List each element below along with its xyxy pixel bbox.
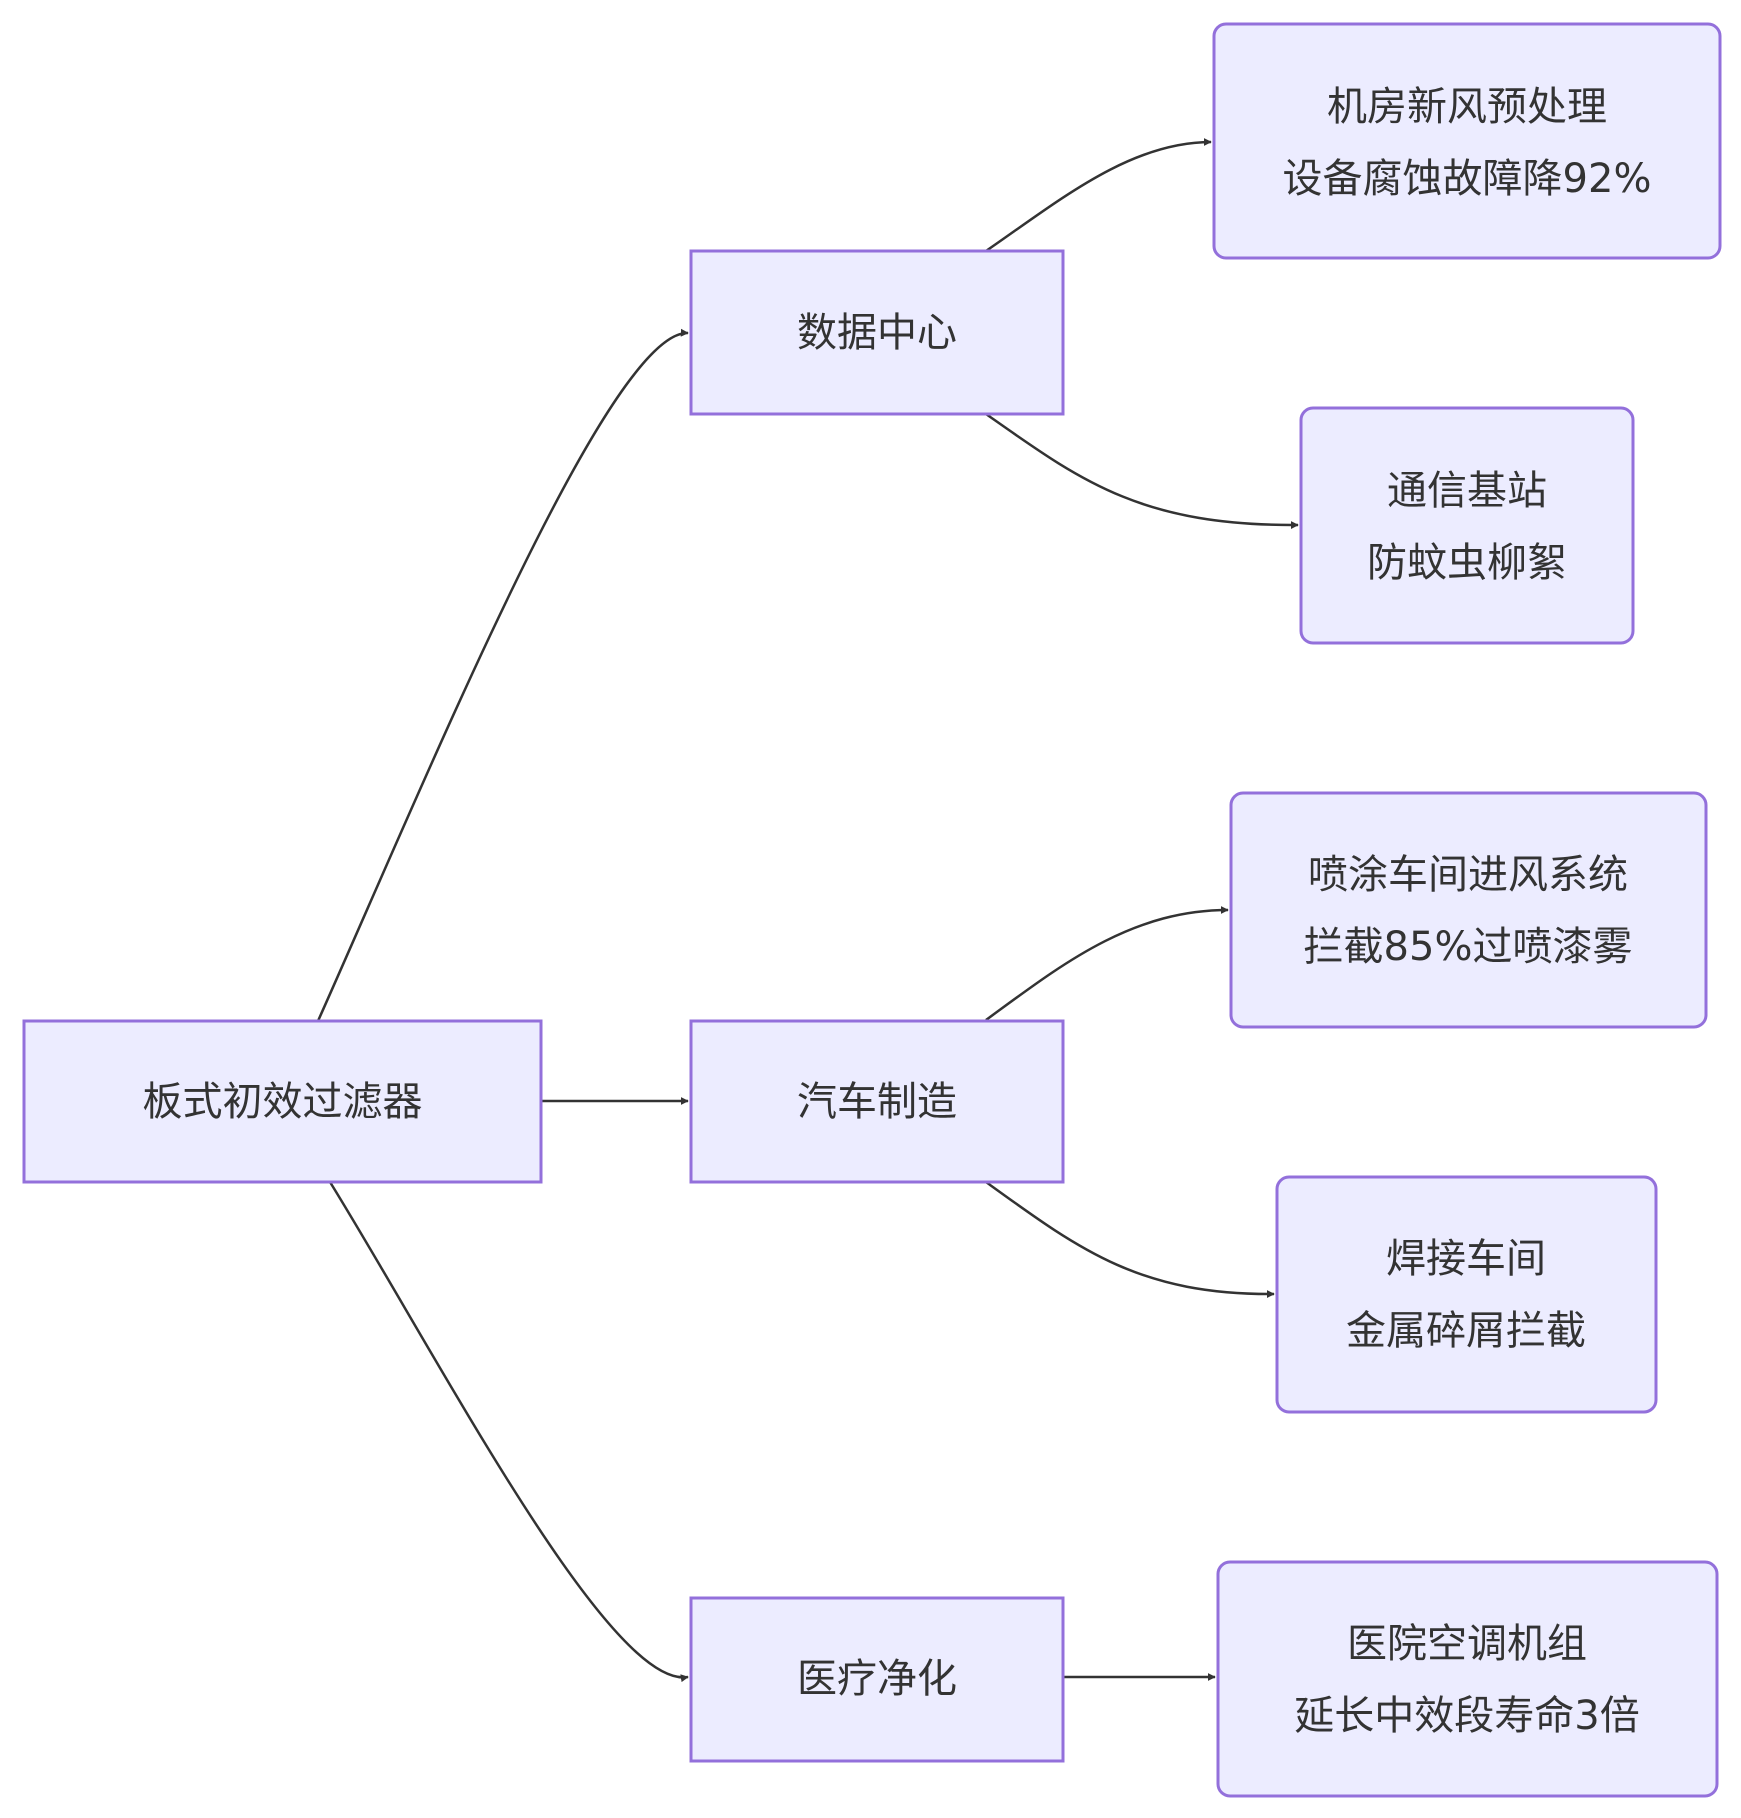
node-root-line-1: 板式初效过滤器 — [143, 1079, 423, 1125]
node-datacenter: 数据中心 — [689, 249, 1065, 416]
node-machine-room-line-1: 机房新风预处理 — [1327, 84, 1607, 130]
node-telecom-line-1: 通信基站 — [1387, 468, 1547, 514]
node-machine-room: 机房新风预处理 设备腐蚀故障降92% — [1212, 22, 1722, 260]
node-hospital-ahu-line-2: 延长中效段寿命3倍 — [1294, 1693, 1639, 1739]
node-auto: 汽车制造 — [689, 1019, 1065, 1184]
node-paint-line-2: 拦截85%过喷漆雾 — [1304, 924, 1633, 970]
node-hospital-ahu: 医院空调机组 延长中效段寿命3倍 — [1216, 1560, 1719, 1798]
node-telecom: 通信基站 防蚊虫柳絮 — [1299, 406, 1635, 645]
node-paint: 喷涂车间进风系统 拦截85%过喷漆雾 — [1229, 791, 1708, 1029]
node-auto-line-1: 汽车制造 — [797, 1079, 957, 1125]
node-welding-line-1: 焊接车间 — [1386, 1236, 1546, 1282]
node-hospital-ahu-line-1: 医院空调机组 — [1347, 1621, 1587, 1667]
edge-datacenter-telecom — [985, 412, 1299, 530]
node-root: 板式初效过滤器 — [22, 1019, 543, 1184]
edge-root-datacenter — [316, 328, 689, 1022]
node-welding: 焊接车间 金属碎屑拦截 — [1275, 1175, 1658, 1414]
node-datacenter-line-1: 数据中心 — [797, 310, 957, 356]
node-telecom-line-2: 防蚊虫柳絮 — [1367, 540, 1567, 586]
edges — [316, 138, 1299, 1683]
node-machine-room-line-2: 设备腐蚀故障降92% — [1283, 156, 1652, 202]
node-paint-line-1: 喷涂车间进风系统 — [1308, 852, 1628, 898]
node-welding-line-2: 金属碎屑拦截 — [1346, 1308, 1586, 1354]
edge-auto-welding — [985, 1180, 1275, 1299]
node-medical-line-1: 医疗净化 — [797, 1656, 957, 1702]
edge-root-medical — [328, 1181, 689, 1683]
edge-auto-paint — [985, 906, 1229, 1022]
node-medical: 医疗净化 — [689, 1596, 1065, 1763]
edge-datacenter-machine-room — [985, 138, 1212, 253]
